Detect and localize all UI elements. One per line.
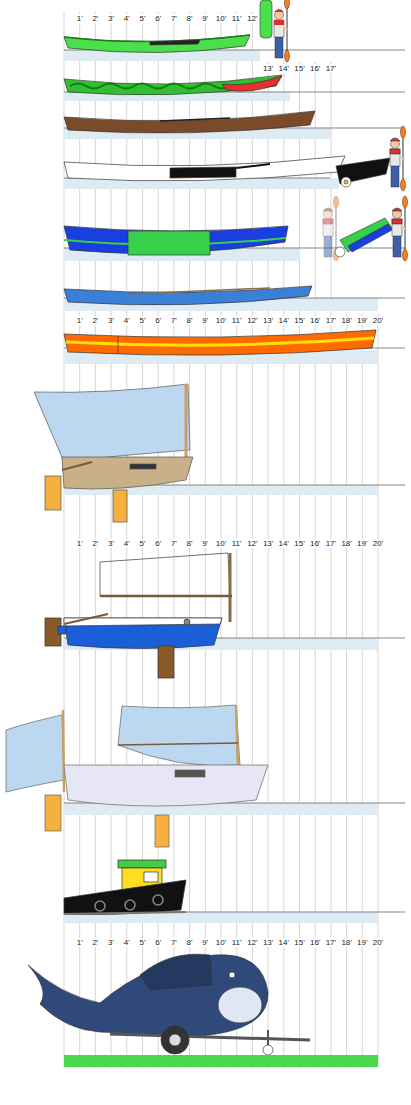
tug-boat [64,860,186,915]
scale-label: 8' [186,316,194,325]
scale-label: 6' [154,539,162,548]
scale-label: 4' [123,938,131,947]
whale-boat-trailer [28,954,378,1067]
scale-label: 17' [325,539,337,548]
scale-label: 2' [91,14,99,23]
scale-label: 14' [278,539,290,548]
scale-label: 11' [231,316,243,325]
scale-label: 15' [293,938,305,947]
scale-label: 5' [139,938,147,947]
scale-label: 2' [91,316,99,325]
scale-label: 7' [170,14,178,23]
scale-label: 18' [340,938,352,947]
scale-label: 12' [246,316,258,325]
scale-label: 15' [293,316,305,325]
scale-label: 5' [139,316,147,325]
scale-label: 18' [340,316,352,325]
beige-sailboat [34,384,193,522]
scale-label: 6' [154,316,162,325]
scale-label: 20' [372,316,384,325]
scale-label: 8' [186,539,194,548]
scale-label: 3' [107,14,115,23]
scale-label: 2' [91,539,99,548]
green-kayak [64,35,250,53]
blue-kayak [64,286,312,305]
scale-label: 14' [278,64,290,73]
scale-label: 13' [262,64,274,73]
scale-label: 13' [262,938,274,947]
scale-label: 3' [107,539,115,548]
scale-label: 13' [262,316,274,325]
scale-label: 17' [325,64,337,73]
scale-label: 6' [154,14,162,23]
scale-label: 16' [309,316,321,325]
scale-label: 16' [309,938,321,947]
wave-kayak [64,75,282,95]
scale-label: 9' [201,316,209,325]
scale-label: 18' [340,539,352,548]
blue-sailboat [45,553,232,678]
scale-label: 12' [246,14,258,23]
scale-label: 1' [76,14,84,23]
person-with-kayak [260,0,290,62]
scale-label: 13' [262,539,274,548]
scale-label: 8' [186,14,194,23]
scale-label: 16' [309,64,321,73]
brown-canoe [64,111,315,133]
scale-label: 5' [139,14,147,23]
scale-label: 9' [201,539,209,548]
scale-label: 1' [76,539,84,548]
scale-label: 1' [76,938,84,947]
scale-label: 3' [107,316,115,325]
orange-kayak [64,330,376,355]
scale-label: 10' [215,938,227,947]
blue-green-kayak [64,226,288,255]
scale-label: 1' [76,316,84,325]
scale-label: 19' [356,316,368,325]
kayak-on-cart [336,126,406,191]
scale-label: 10' [215,539,227,548]
grid-lines [64,12,378,1068]
scale-label: 4' [123,316,131,325]
scale-label: 9' [201,938,209,947]
scale-label: 7' [170,316,178,325]
scale-label: 6' [154,938,162,947]
person-with-cart [323,196,408,261]
scale-label: 10' [215,316,227,325]
scale-label: 14' [278,938,290,947]
scale-label: 10' [215,14,227,23]
scale-label: 12' [246,539,258,548]
two-sail-boat [6,705,268,847]
scale-label: 4' [123,539,131,548]
scale-label: 5' [139,539,147,548]
scale-label: 3' [107,938,115,947]
scale-label: 20' [372,938,384,947]
scale-label: 11' [231,14,243,23]
scale-label: 7' [170,539,178,548]
scale-label: 17' [325,938,337,947]
scale-label: 11' [231,539,243,548]
scale-label: 19' [356,938,368,947]
scale-label: 9' [201,14,209,23]
scale-label: 8' [186,938,194,947]
white-kayak [64,156,345,181]
scale-label: 15' [293,539,305,548]
scale-label: 19' [356,539,368,548]
scale-label: 4' [123,14,131,23]
scale-label: 12' [246,938,258,947]
scale-label: 17' [325,316,337,325]
scale-label: 15' [293,64,305,73]
scale-label: 16' [309,539,321,548]
scale-label: 2' [91,938,99,947]
scale-label: 20' [372,539,384,548]
scale-label: 14' [278,316,290,325]
scale-label: 11' [231,938,243,947]
scale-label: 7' [170,938,178,947]
